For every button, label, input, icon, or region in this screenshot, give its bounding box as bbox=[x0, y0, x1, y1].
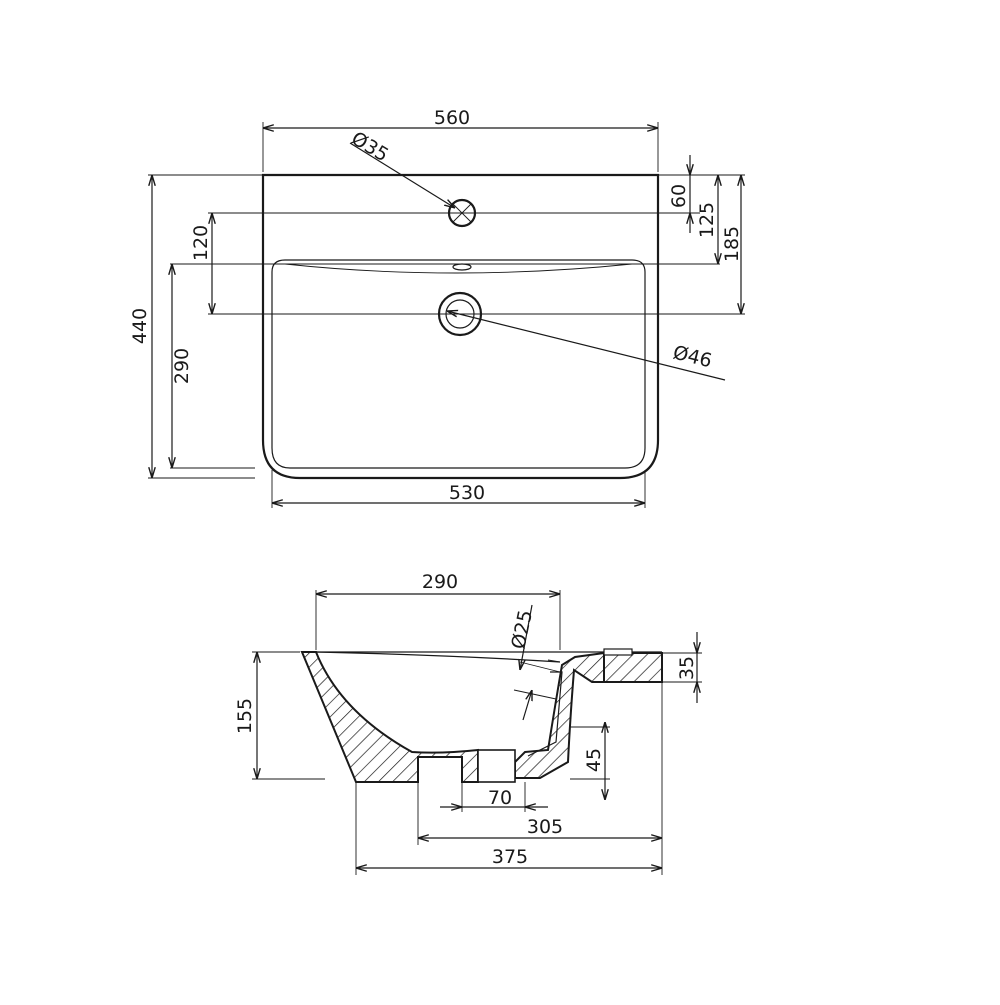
dim-120: 120 bbox=[190, 225, 212, 261]
dim-125: 125 bbox=[696, 202, 718, 238]
dim-530: 530 bbox=[449, 482, 485, 504]
dim-440: 440 bbox=[129, 308, 151, 344]
basin-rim-curve bbox=[284, 263, 633, 274]
dim-70: 70 bbox=[488, 787, 512, 809]
dim-45: 45 bbox=[583, 748, 605, 772]
dim-305: 305 bbox=[527, 816, 563, 838]
tap-deck-cap bbox=[603, 648, 633, 656]
overflow-tube bbox=[527, 671, 563, 757]
top-view: 560 530 440 290 120 60 125 185 Ø35 Ø46 bbox=[129, 107, 745, 508]
dim-dia-35: Ø35 bbox=[347, 127, 392, 166]
dim-35: 35 bbox=[676, 656, 698, 680]
basin-outline bbox=[271, 259, 646, 469]
rim-section bbox=[603, 652, 663, 683]
dim-60: 60 bbox=[668, 184, 690, 208]
dim-dia-25: Ø25 bbox=[507, 608, 537, 651]
section-view: 290 Ø25 35 155 45 70 305 bbox=[234, 571, 702, 875]
overflow-section bbox=[514, 651, 605, 779]
dim-290-top: 290 bbox=[171, 348, 193, 384]
dim-375: 375 bbox=[492, 846, 528, 868]
basin-profile bbox=[315, 651, 561, 663]
overflow-slot bbox=[452, 263, 472, 271]
sink-outline bbox=[261, 173, 660, 480]
waste-outlet bbox=[477, 749, 516, 783]
dim-155: 155 bbox=[234, 698, 256, 734]
dim-290-section: 290 bbox=[422, 571, 458, 593]
dim-185: 185 bbox=[721, 226, 743, 262]
bowl-section bbox=[300, 651, 479, 783]
dim-560: 560 bbox=[434, 107, 470, 129]
